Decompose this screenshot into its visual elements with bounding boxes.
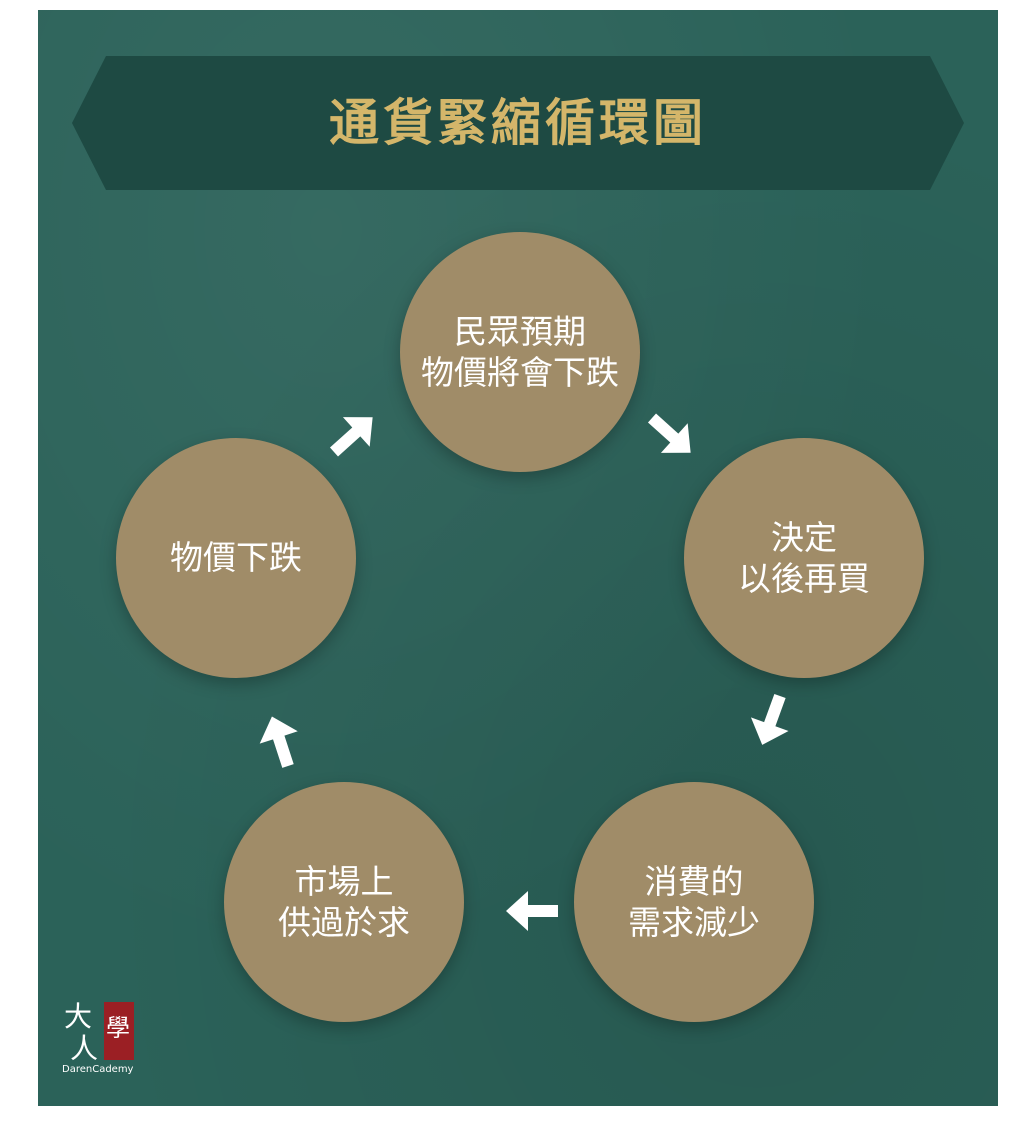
cycle-arrows (259, 413, 789, 931)
arrow-bottom-right-to-bottom-left (506, 891, 558, 931)
arrow-bottom-left-to-left (259, 716, 298, 768)
node-supply-exceeds-demand: 市場上 供過於求 (224, 782, 464, 1022)
diagram-poster: 通貨緊縮循環圖 民眾預期 物價將會下跌 決定 以後再買 消費的 需求減少 市場上… (38, 10, 998, 1106)
arrow-left-to-top (329, 417, 373, 457)
logo-caption: DarenCademy (62, 1064, 134, 1075)
node-demand-decrease-line-1: 消費的 (644, 861, 744, 901)
arrow-right-to-bottom-right (750, 693, 789, 745)
node-expect-price-drop-line-1: 民眾預期 (454, 311, 586, 351)
node-expect-price-drop: 民眾預期 物價將會下跌 (400, 232, 640, 472)
node-expect-price-drop-line-2: 物價將會下跌 (421, 353, 619, 392)
svg-text:學: 學 (106, 1014, 130, 1042)
title-banner: 通貨緊縮循環圖 (72, 56, 964, 190)
svg-text:人: 人 (70, 1032, 98, 1065)
diagram-title: 通貨緊縮循環圖 (329, 94, 707, 152)
node-supply-exceeds-demand-line-1: 市場上 (294, 861, 394, 901)
node-price-fall: 物價下跌 (116, 438, 356, 678)
arrow-top-to-right (647, 413, 691, 453)
node-demand-decrease: 消費的 需求減少 (574, 782, 814, 1022)
svg-text:大: 大 (64, 1000, 92, 1033)
node-supply-exceeds-demand-line-2: 供過於求 (278, 903, 410, 942)
node-decide-buy-later: 決定 以後再買 (684, 438, 924, 678)
node-demand-decrease-line-2: 需求減少 (628, 903, 760, 942)
node-price-fall-line-1: 物價下跌 (170, 538, 302, 578)
node-decide-buy-later-line-1: 決定 (771, 517, 837, 557)
daren-academy-logo: 大 人 學 (64, 1000, 134, 1065)
node-decide-buy-later-line-2: 以後再買 (738, 559, 870, 598)
